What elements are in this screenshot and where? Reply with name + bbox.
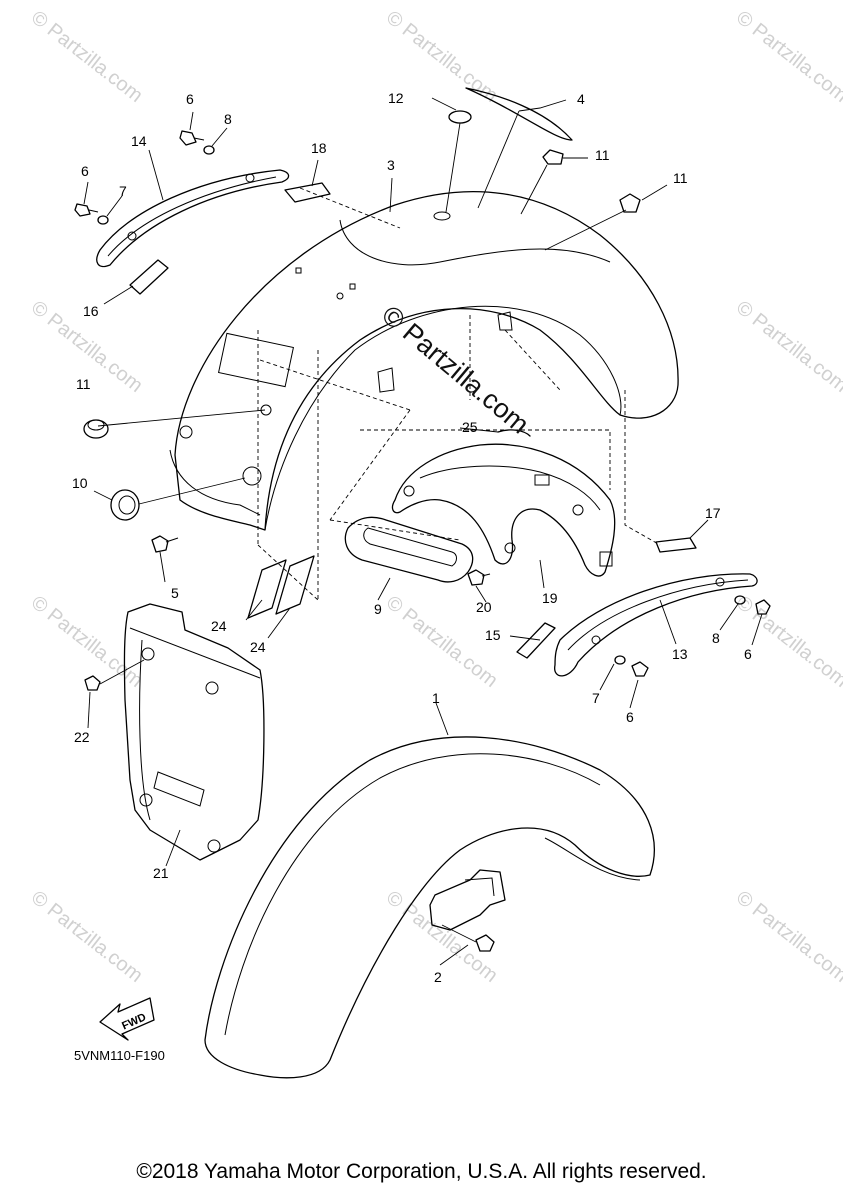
bracket-part-19 [391,443,616,577]
watermark: © Partzilla.com [732,887,843,987]
bolt-part-6 [74,130,205,217]
watermark: © Partzilla.com [732,592,843,692]
watermark: © Partzilla.com [732,7,843,107]
callout-6: 6 [626,709,634,725]
panel-part-4 [465,87,573,141]
washer-part-8 [203,145,215,155]
washer-part-7 [614,655,626,665]
callout-19: 19 [542,590,558,606]
watermark: © Partzilla.com [732,297,843,397]
callout-8: 8 [224,111,232,127]
leader-lines [83,97,763,966]
callout-25: 25 [462,419,478,435]
callout-17: 17 [705,505,721,521]
callout-6: 6 [186,91,194,107]
bolt-part-2 [441,924,495,952]
callout-21: 21 [153,865,169,881]
copyright-footer: ©2018 Yamaha Motor Corporation, U.S.A. A… [136,1160,707,1183]
callout-15: 15 [485,627,501,643]
callout-6: 6 [81,163,89,179]
callout-20: 20 [476,599,492,615]
bolt-part-5 [151,535,179,553]
callout-1: 1 [432,690,440,706]
watermark: © Partzilla.com [27,592,147,692]
bolt-part-22 [84,659,145,691]
callout-7: 7 [592,690,600,706]
callout-22: 22 [74,729,90,745]
callout-2: 2 [434,969,442,985]
assembly-lines [257,187,661,601]
watermark: © Partzilla.com [27,7,147,107]
callout-24: 24 [250,639,266,655]
pad-part-16 [129,259,169,295]
bolt-part-6 [631,599,771,677]
callout-16: 16 [83,303,99,319]
front-fender-part-1 [204,736,655,1079]
pad-part-15 [516,622,556,659]
grommet-part-10 [110,477,246,521]
clip-part-25 [497,429,531,437]
callout-7: 7 [119,183,127,199]
rail-part-13 [554,573,758,677]
callout-11: 11 [595,147,610,163]
callout-5: 5 [171,585,179,601]
bolt-part-20 [467,569,491,586]
grommet-part-11 [83,149,641,439]
rail-part-14 [96,169,290,268]
side-cover-part-21 [123,603,265,861]
callout-3: 3 [387,157,395,173]
callout-13: 13 [672,646,688,662]
washer-part-7 [97,215,109,225]
watermark-layer: © Partzilla.com © Partzilla.com © Partzi… [27,7,843,987]
washer-part-12 [448,110,472,124]
callout-14: 14 [131,133,147,149]
watermark: © Partzilla.com [27,887,147,987]
callout-24: 24 [211,618,227,634]
sticker-part-24 [247,555,315,619]
rear-fender-part-3 [169,191,679,531]
fwd-arrow-icon: FWD [99,997,155,1041]
callout-8: 8 [712,630,720,646]
callout-6: 6 [744,646,752,662]
callout-11: 11 [673,170,688,186]
diagram-code: 5VNM110-F190 [74,1048,165,1063]
callout-10: 10 [72,475,88,491]
reflector-part-9 [344,516,474,583]
callouts: 1 2 3 4 5 6 6 6 6 7 7 8 8 9 10 11 11 11 … [72,90,752,985]
callout-4: 4 [577,91,585,107]
washer-part-8 [734,595,746,605]
callout-11: 11 [76,376,91,392]
pad-part-18 [284,182,331,203]
pad-part-17 [655,537,697,553]
callout-9: 9 [374,601,382,617]
callout-18: 18 [311,140,327,156]
callout-12: 12 [388,90,404,106]
